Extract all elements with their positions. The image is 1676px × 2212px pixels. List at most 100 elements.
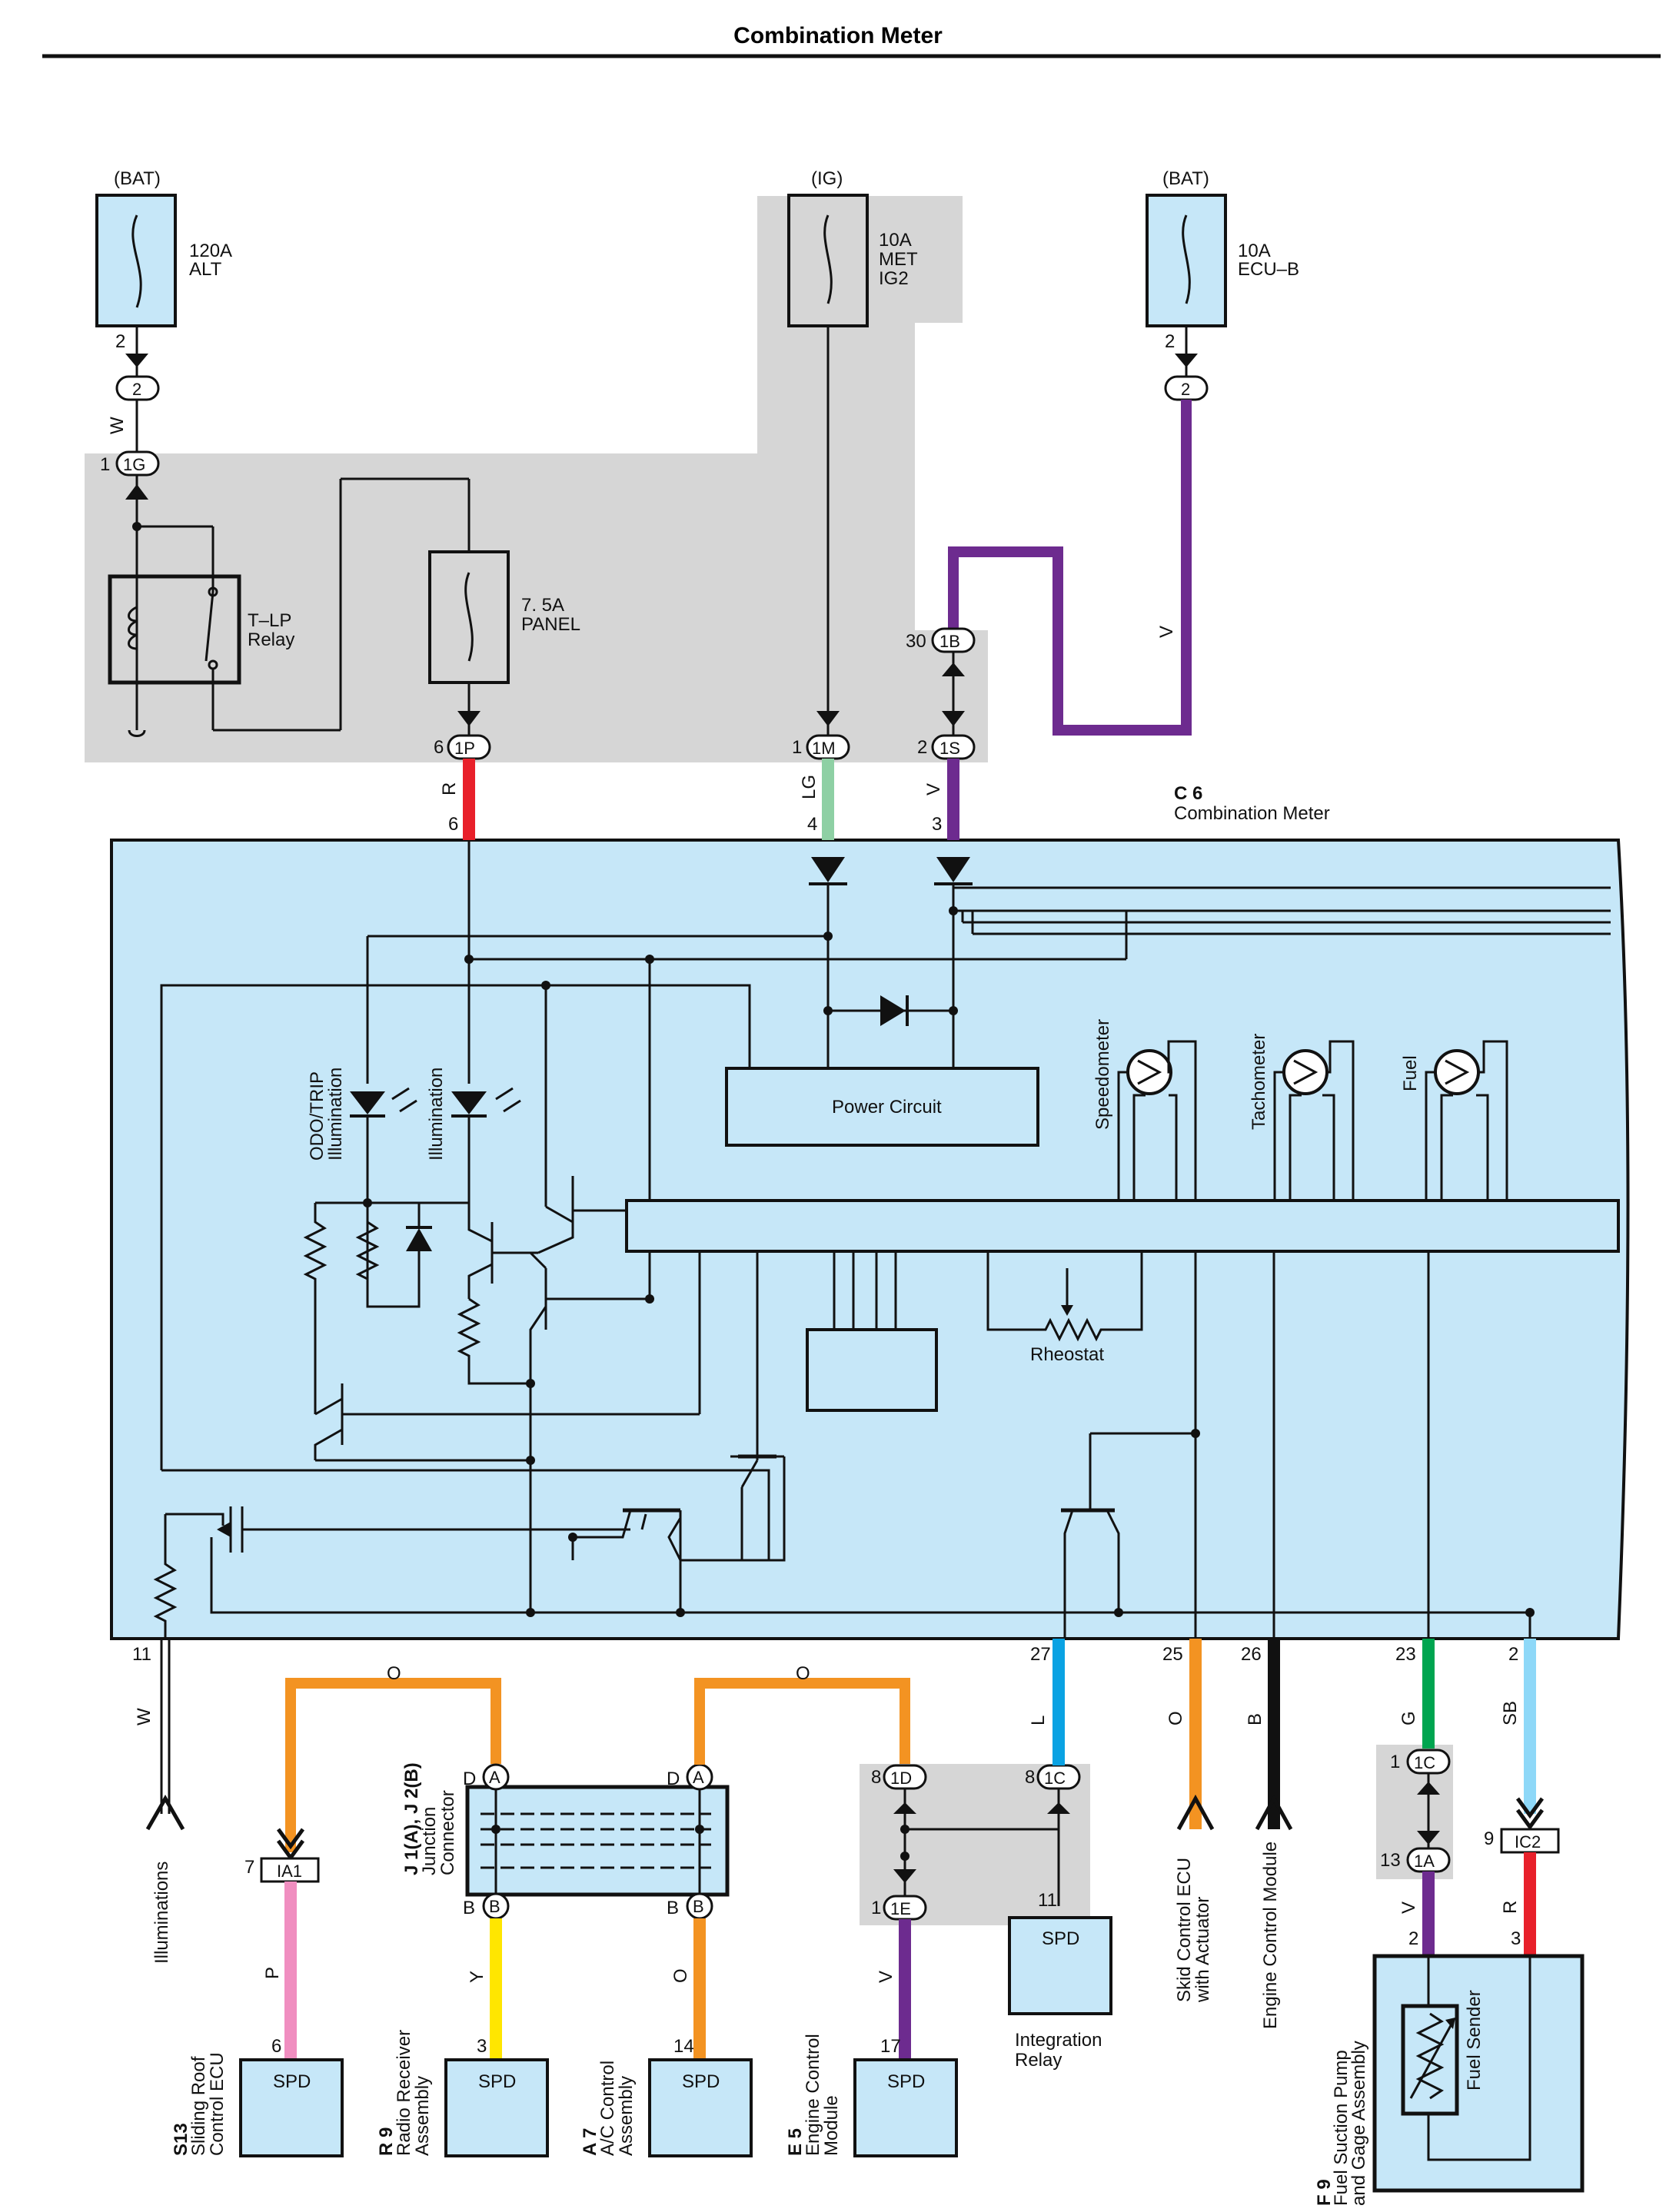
integration-relay[interactable]: [1008, 1916, 1112, 2015]
meter-pin-27: 27: [1030, 1644, 1051, 1665]
fuse-met-name2: IG2: [879, 268, 909, 289]
connector-1B-label: 1B: [939, 632, 960, 651]
comp-s13-spd: SPD: [273, 2071, 311, 2092]
speedometer-gauge: [1126, 1049, 1172, 1095]
jc-name2: Connector: [437, 1790, 458, 1875]
wire-v-ecm: V: [876, 1971, 896, 1983]
dest-skid2: with Actuator: [1192, 1897, 1213, 2003]
jc-name: Junction: [419, 1807, 440, 1875]
jc-d-right: D: [667, 1769, 680, 1789]
pin-1A: 13: [1380, 1850, 1401, 1871]
fuse-alt-source: (BAT): [114, 168, 161, 189]
comp-a7-name2: Assembly: [616, 2076, 637, 2156]
label-odo-trip: ODO/TRIP: [307, 1071, 328, 1161]
connector-1M-label: 1M: [812, 739, 836, 758]
jc-b-right: B: [693, 1897, 704, 1916]
jc-d-left: D: [463, 1769, 476, 1789]
pin-1M: 1: [792, 737, 802, 758]
jc-b-left: B: [489, 1897, 500, 1916]
pin-1C-right: 1: [1390, 1752, 1400, 1772]
wire-sb: SB: [1500, 1701, 1521, 1725]
fuse-ecub-rating: 10A: [1238, 241, 1271, 261]
pin-ic2: 9: [1484, 1828, 1494, 1849]
comp-r9-name: Radio Receiver: [394, 2030, 414, 2156]
wire-o-left: O: [387, 1663, 401, 1684]
fuse-met-name: MET: [879, 249, 918, 270]
fuel-pin-3: 3: [1511, 1928, 1521, 1949]
pin-ia1: 7: [244, 1857, 254, 1878]
wire-w-bottom: W: [134, 1708, 155, 1725]
meter-pin-4: 4: [807, 814, 817, 835]
wire-y: Y: [467, 1971, 487, 1983]
fuel-assy-name2: and Gage Assembly: [1348, 2041, 1369, 2206]
comp-r9-spd: SPD: [478, 2071, 516, 2092]
label-odo-illum: Illumination: [325, 1068, 346, 1161]
connector-1G-label: 1G: [123, 455, 145, 474]
meter-ic-box: [806, 1328, 938, 1412]
integration-relay-name2: Relay: [1015, 2050, 1062, 2071]
comp-r9-box[interactable]: [444, 2058, 549, 2157]
fuel-sender-label: Fuel Sender: [1464, 1990, 1485, 2091]
jc-b-right-outer: B: [667, 1898, 679, 1918]
connector-ic2-label: IC2: [1515, 1832, 1541, 1852]
fuse-alt-name: ALT: [189, 259, 222, 280]
wire-l: L: [1028, 1715, 1049, 1725]
fuse-panel-rating: 7. 5A: [521, 595, 564, 616]
label-speedometer: Speedometer: [1092, 1019, 1113, 1130]
relay-label: T–LP: [248, 610, 291, 631]
wire-g: G: [1398, 1711, 1419, 1725]
integration-relay-spd: SPD: [1042, 1928, 1079, 1949]
comp-a7-name: A/C Control: [597, 2061, 618, 2156]
connector-1C-right-label: 1C: [1414, 1753, 1435, 1772]
label-tachometer: Tachometer: [1249, 1034, 1269, 1130]
meter-pin-2: 2: [1508, 1644, 1518, 1665]
meter-name: Combination Meter: [1174, 803, 1330, 824]
connector-2-right-label: 2: [1181, 380, 1190, 399]
wire-o-lower: O: [670, 1968, 691, 1983]
wire-r-fuel: R: [1500, 1901, 1521, 1914]
comp-r9-id: R 9: [376, 2127, 397, 2156]
pin-1P: 6: [434, 737, 444, 758]
wire-b: B: [1245, 1713, 1265, 1725]
fuel-suction-pump-assembly[interactable]: [1372, 1954, 1585, 2193]
wire-w-top: W: [107, 417, 128, 434]
comp-a7-id: A 7: [580, 2128, 600, 2156]
pin-1E: 1: [871, 1898, 881, 1918]
meter-id: C 6: [1174, 783, 1202, 804]
comp-r9-pin: 3: [477, 2036, 487, 2057]
meter-pin-11: 11: [132, 1644, 151, 1665]
meter-pin-3: 3: [932, 814, 942, 835]
wire-o-skid: O: [1166, 1711, 1186, 1725]
comp-s13-name: Sliding Roof: [188, 2056, 209, 2156]
comp-a7-spd: SPD: [682, 2071, 720, 2092]
fuel-pin-2: 2: [1408, 1928, 1418, 1949]
fuel-gauge: [1434, 1049, 1480, 1095]
jc-a-right: A: [693, 1768, 704, 1787]
integration-relay-name: Integration: [1015, 2030, 1102, 2051]
jc-id: J 1(A), J 2(B): [401, 1762, 422, 1875]
wire-v-side: V: [1156, 626, 1177, 638]
fuse-alt-rating: 120A: [189, 241, 232, 261]
comp-e5-id: E 5: [785, 2128, 806, 2156]
dest-illuminations: Illuminations: [151, 1862, 172, 1964]
comp-a7-box[interactable]: [648, 2058, 753, 2157]
dest-ecm: Engine Control Module: [1260, 1842, 1281, 2029]
meter-pin-6: 6: [448, 814, 458, 835]
fuse-alt-pin: 2: [115, 331, 125, 352]
jc-pin-a-left: [482, 1763, 510, 1791]
comp-s13-box[interactable]: [239, 2058, 344, 2157]
meter-pin-25: 25: [1162, 1644, 1183, 1665]
pin-1D: 8: [871, 1767, 881, 1788]
comp-e5-box[interactable]: [853, 2058, 958, 2157]
label-power-circuit: Power Circuit: [832, 1097, 942, 1118]
fuel-sender-resistor: [1401, 2004, 1459, 2116]
dest-skid: Skid Control ECU: [1174, 1858, 1195, 2002]
connector-1E-label: 1E: [890, 1899, 911, 1918]
tachometer-gauge: [1282, 1049, 1328, 1095]
label-rheostat: Rheostat: [1030, 1344, 1104, 1365]
comp-a7-pin: 14: [673, 2036, 694, 2057]
fuel-assy-name: Fuel Suction Pump: [1331, 2050, 1352, 2206]
pin-11: 11: [1038, 1890, 1057, 1911]
fuse-ecub-name: ECU–B: [1238, 259, 1299, 280]
fuse-panel-name: PANEL: [521, 614, 580, 635]
